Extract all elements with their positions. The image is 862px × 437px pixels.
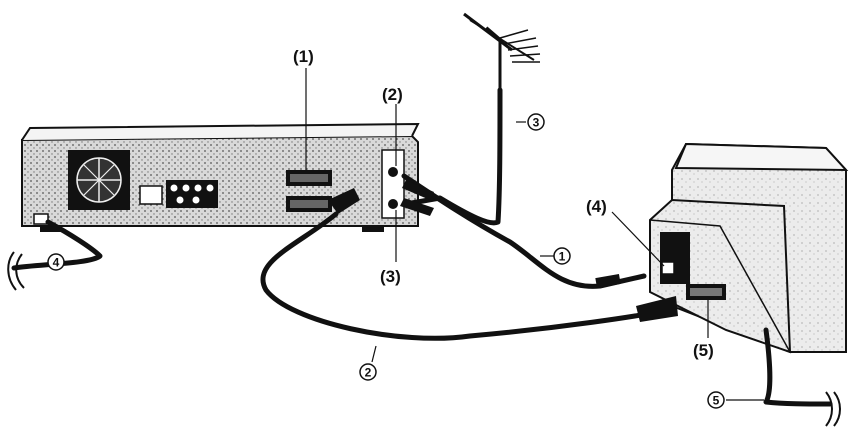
cable-number-tv-mains-lead: 5 bbox=[707, 391, 725, 409]
cable-break-mark bbox=[825, 391, 833, 427]
svg-text:3: 3 bbox=[533, 116, 540, 130]
tv-mains-lead bbox=[763, 327, 833, 407]
cable-number-rf-lead: 1 bbox=[553, 247, 571, 265]
rf-lead bbox=[401, 173, 647, 289]
fan-grille-icon bbox=[68, 150, 130, 210]
vcr-foot bbox=[362, 226, 384, 232]
vcr-foot bbox=[40, 226, 62, 232]
label-tv-rf-in: (4) bbox=[586, 197, 607, 216]
tv-unit bbox=[649, 142, 849, 354]
vcr-mains-lead bbox=[11, 219, 103, 271]
label-vcr-scart: (1) bbox=[293, 47, 314, 66]
cable-break-mark bbox=[15, 253, 25, 289]
scart-lead bbox=[260, 211, 671, 341]
aerial-antenna-icon bbox=[463, 12, 541, 92]
vcr-unit bbox=[21, 122, 420, 232]
svg-text:1: 1 bbox=[559, 250, 566, 264]
svg-text:4: 4 bbox=[53, 256, 60, 270]
label-tv-scart: (5) bbox=[693, 341, 714, 360]
leader-line bbox=[611, 211, 665, 267]
vcr-mains-socket bbox=[33, 213, 49, 225]
tv-rear-recess bbox=[660, 232, 690, 284]
av-jack-block bbox=[139, 180, 218, 208]
label-vcr-rf-out: (2) bbox=[382, 85, 403, 104]
cable-number-scart-lead: 2 bbox=[359, 363, 377, 381]
vcr-scart-sockets bbox=[286, 170, 332, 212]
cable-break-mark bbox=[833, 391, 841, 427]
cable-plugs bbox=[328, 180, 678, 322]
vcr-rf-block bbox=[381, 149, 405, 219]
label-vcr-rf-in: (3) bbox=[380, 267, 401, 286]
tv-scart-socket bbox=[686, 284, 726, 300]
leader-line bbox=[371, 345, 377, 363]
svg-text:5: 5 bbox=[713, 394, 720, 408]
cable-break-mark bbox=[7, 251, 17, 291]
aerial-lead bbox=[403, 87, 503, 226]
tv-rf-socket bbox=[661, 261, 675, 275]
cable-number-vcr-mains-lead: 4 bbox=[47, 253, 65, 271]
cable-number-aerial-lead: 3 bbox=[527, 113, 545, 131]
svg-text:2: 2 bbox=[365, 366, 372, 380]
